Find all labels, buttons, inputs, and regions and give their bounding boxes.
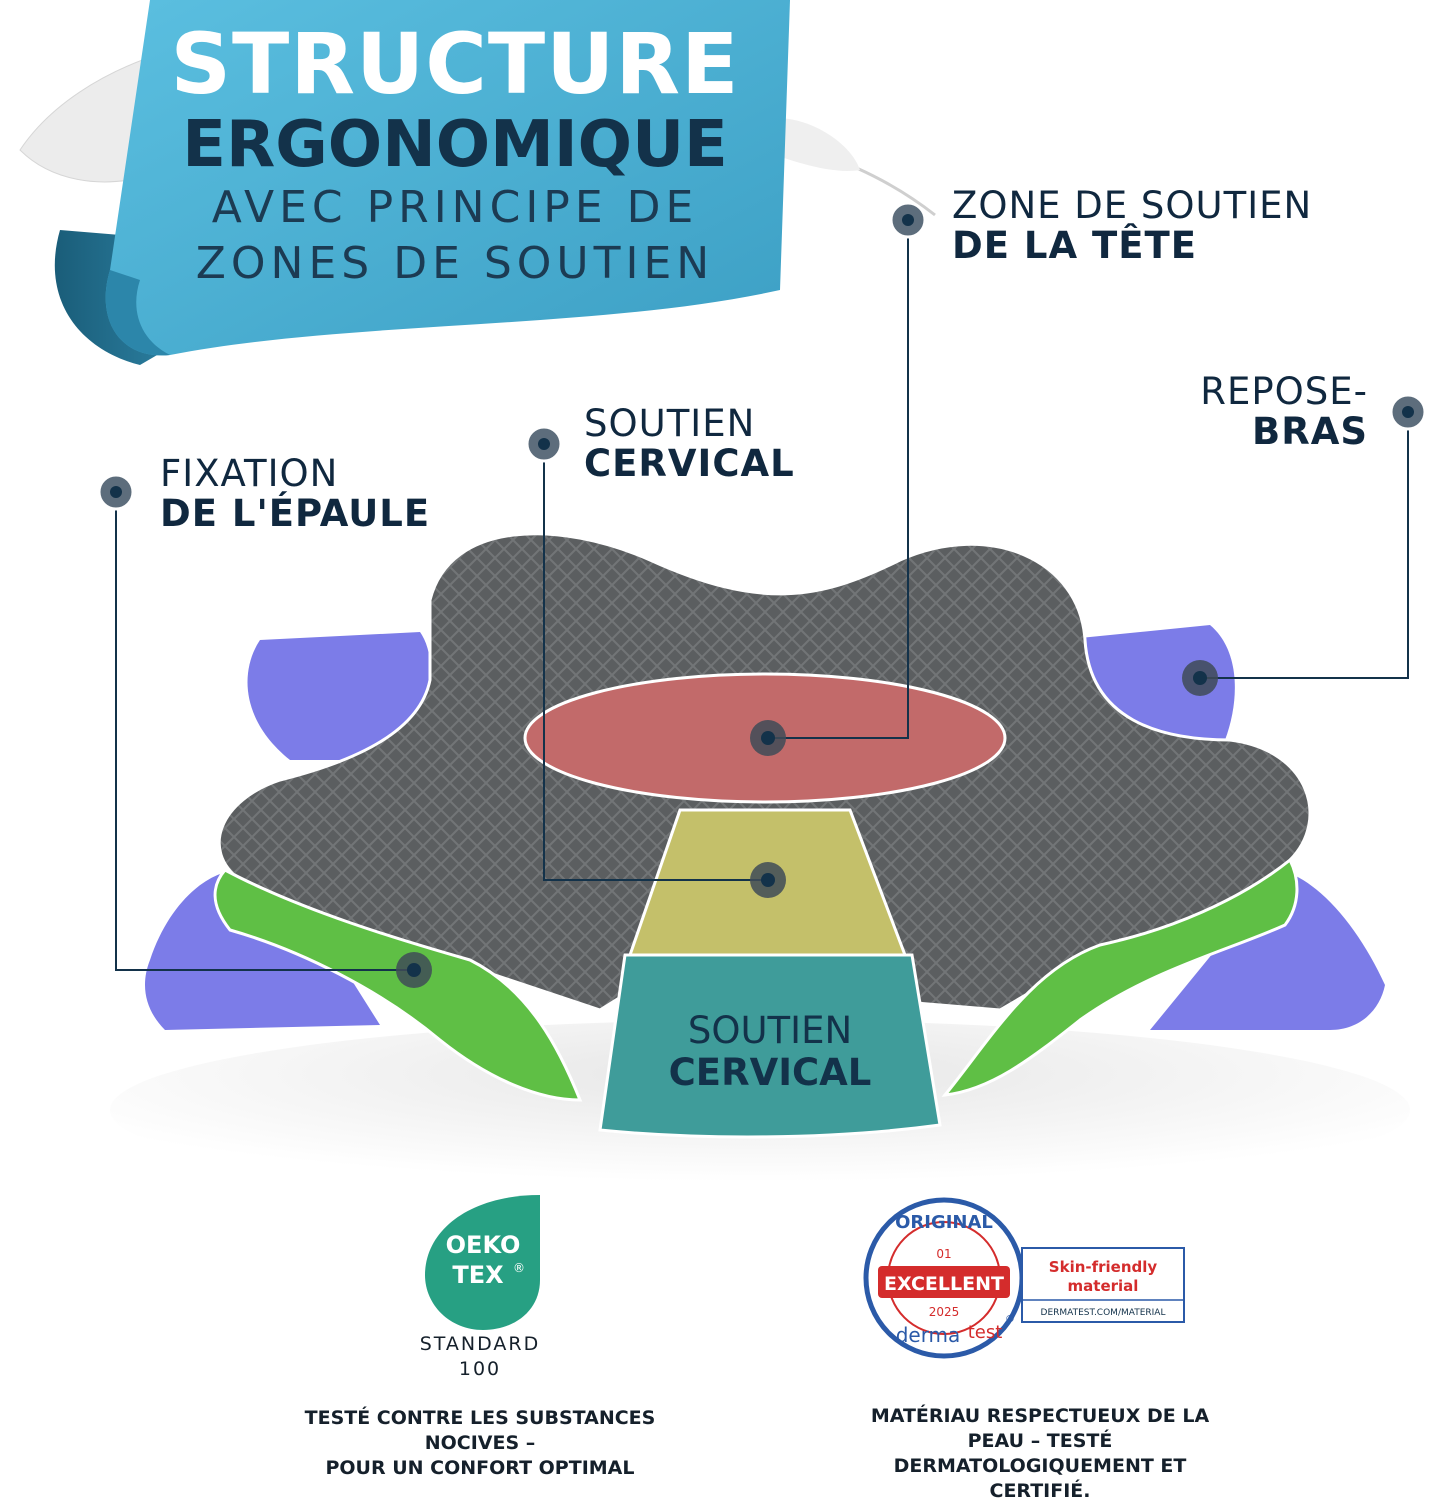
label-cervical-center-bold: CERVICAL <box>668 1051 872 1094</box>
derma-brand-b: test <box>968 1322 1003 1343</box>
caption-right-line: CERTIFIÉ. <box>989 1480 1091 1502</box>
label-arm-bold: BRAS <box>1252 410 1368 453</box>
label-shoulder: FIXATION DE L'ÉPAULE <box>160 454 430 534</box>
derma-side-line1: Skin-friendly <box>1049 1258 1158 1276</box>
derma-brand-a: derma <box>896 1323 961 1347</box>
banner-line-2: ERGONOMIQUE <box>182 108 728 182</box>
derma-ring-top: ORIGINAL <box>895 1212 993 1233</box>
dermatest-badge: ORIGINAL 01 EXCELLENT 2025 derma test ® … <box>863 1197 1185 1359</box>
caption-right-line: MATÉRIAU RESPECTUEUX DE LA <box>870 1405 1210 1427</box>
oeko-tex-badge: OEKO TEX ® <box>425 1195 540 1330</box>
label-cervical-top-bold: CERVICAL <box>584 442 795 485</box>
oeko-standard-line2: 100 <box>458 1358 502 1380</box>
oeko-standard-line1: STANDARD <box>419 1333 541 1355</box>
label-arm-rest: REPOSE- BRAS <box>1120 372 1368 452</box>
label-head-bold: DE LA TÊTE <box>952 224 1197 267</box>
derma-number: 01 <box>936 1247 951 1261</box>
derma-rating: EXCELLENT <box>884 1273 1004 1295</box>
banner-line-3: AVEC PRINCIPE DE <box>211 182 699 233</box>
caption-right-line: PEAU – TESTÉ <box>967 1430 1113 1452</box>
label-head-support: ZONE DE SOUTIEN DE LA TÊTE <box>952 186 1312 266</box>
caption-right-line: DERMATOLOGIQUEMENT ET <box>893 1455 1187 1477</box>
caption-left-line: POUR UN CONFORT OPTIMAL <box>325 1457 635 1479</box>
label-shoulder-thin: FIXATION <box>160 452 339 495</box>
label-cervical-center-thin: SOUTIEN <box>687 1009 853 1052</box>
caption-left-line: TESTÉ CONTRE LES SUBSTANCES <box>304 1407 656 1429</box>
banner-title: STRUCTURE ERGONOMIQUE AVEC PRINCIPE DE Z… <box>150 18 760 292</box>
shoulder-zone-left <box>213 868 583 1102</box>
label-cervical-top: SOUTIEN CERVICAL <box>584 404 795 484</box>
derma-side-line2: material <box>1068 1277 1139 1295</box>
caption-left-line: NOCIVES – <box>424 1432 536 1454</box>
caption-right: MATÉRIAU RESPECTUEUX DE LA PEAU – TESTÉ … <box>830 1404 1250 1504</box>
shoulder-zone-right <box>941 857 1299 1097</box>
label-arm-thin: REPOSE- <box>1200 370 1368 413</box>
label-head-thin: ZONE DE SOUTIEN <box>952 184 1313 227</box>
label-cervical-center: SOUTIEN CERVICAL <box>600 1010 940 1094</box>
title-banner <box>54 0 790 365</box>
derma-reg: ® <box>1005 1314 1015 1325</box>
label-cervical-top-thin: SOUTIEN <box>584 402 756 445</box>
label-shoulder-bold: DE L'ÉPAULE <box>160 492 431 535</box>
derma-side-url: DERMATEST.COM/MATERIAL <box>1041 1308 1166 1318</box>
oeko-line1: OEKO <box>446 1231 521 1259</box>
banner-line-4: ZONES DE SOUTIEN <box>195 238 715 289</box>
derma-year: 2025 <box>929 1305 960 1319</box>
caption-left: TESTÉ CONTRE LES SUBSTANCES NOCIVES – PO… <box>270 1406 690 1481</box>
oeko-reg: ® <box>513 1261 525 1275</box>
banner-line-1: STRUCTURE <box>170 15 740 113</box>
leader-lines <box>115 220 1409 971</box>
callout-dots <box>97 201 1427 988</box>
oeko-standard: STANDARD 100 <box>400 1332 560 1382</box>
oeko-line2: TEX <box>452 1261 504 1289</box>
cervical-support-zone <box>598 953 942 1139</box>
